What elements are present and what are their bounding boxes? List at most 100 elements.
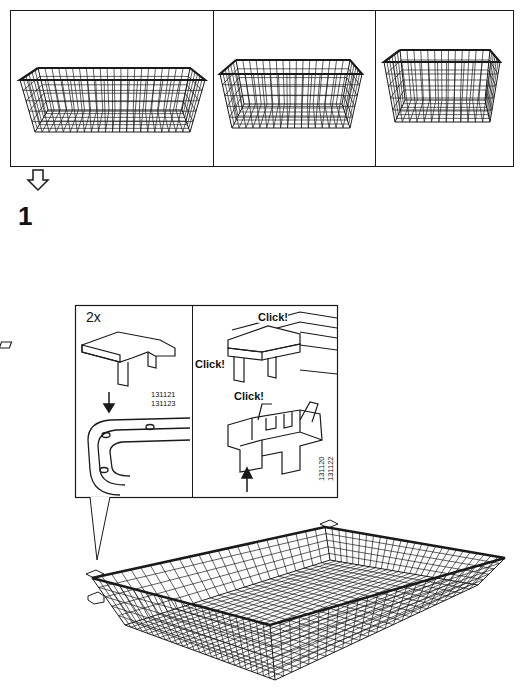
basket-wire (263, 60, 267, 104)
basket-wire (402, 107, 487, 108)
step-number: 1 (18, 203, 32, 229)
click-note: Click! (234, 391, 264, 402)
basket-wire (276, 60, 278, 104)
basket-bottom (35, 110, 190, 132)
basket-wire (326, 608, 329, 656)
basket-wire (238, 116, 346, 117)
basket-edge (190, 80, 205, 132)
basket-edge (220, 74, 232, 128)
basket-wire (238, 546, 254, 584)
basket-wire (398, 114, 488, 115)
basket-wire (326, 534, 500, 564)
basket-wire (44, 93, 185, 94)
basket-wire (343, 62, 352, 108)
basket-wire (87, 80, 91, 132)
basket-wire (104, 80, 105, 132)
basket-wire (386, 74, 498, 75)
basket-edge (20, 80, 35, 132)
click-note: Click! (195, 359, 225, 370)
basket-wire (398, 541, 408, 571)
basket-wire (118, 553, 329, 615)
down-arrow (104, 392, 114, 412)
basket-wire (127, 80, 130, 132)
basket-edge (342, 60, 350, 104)
basket-wire (402, 70, 488, 71)
basket-wire (59, 68, 67, 110)
basket-wire (29, 111, 196, 112)
basket-wire (239, 77, 347, 78)
panel-divider (213, 10, 214, 167)
basket-wire (222, 84, 359, 85)
basket-wire (256, 60, 261, 104)
basket-wire (429, 62, 432, 122)
panel-divider (375, 10, 376, 167)
basket-wire (176, 68, 183, 110)
basket-wire (183, 80, 197, 132)
part-number: 131123 (151, 400, 175, 408)
basket-wire (397, 118, 490, 119)
basket-wire (376, 537, 381, 568)
basket-wire (183, 570, 387, 647)
basket-wire (148, 80, 155, 132)
basket-wire (262, 582, 411, 617)
basket-bottom (395, 100, 490, 122)
basket-wire (236, 120, 347, 121)
basket-wire (219, 595, 368, 636)
basket-wire (46, 101, 184, 102)
basket-wire (325, 60, 330, 104)
basket-wire (32, 121, 193, 122)
basket-wire (228, 548, 245, 587)
basket-wire (358, 533, 359, 565)
basket-wire (317, 611, 319, 660)
basket-edge (182, 68, 190, 110)
basket-wire (32, 102, 46, 122)
basket-wire (169, 80, 180, 132)
basket-wire (70, 80, 77, 132)
basket-wire (112, 80, 113, 132)
basket-wire (29, 93, 44, 111)
basket-wire (468, 62, 473, 122)
basket-wire (170, 68, 176, 110)
basket-wire (86, 68, 90, 110)
basket-wire (23, 90, 202, 91)
basket-wire (364, 534, 366, 566)
basket-wire (403, 103, 486, 104)
basket-wire (40, 76, 188, 77)
basket-wire (475, 62, 482, 122)
basket-wire (404, 90, 486, 91)
basket-wire (96, 80, 99, 132)
basket-wire (42, 121, 187, 122)
basket-wire (420, 62, 425, 122)
basket-wire (391, 98, 494, 99)
basket-wire (134, 80, 138, 132)
clip-piece (0, 332, 175, 386)
basket-wire (79, 68, 84, 110)
basket-wire (388, 86, 496, 87)
basket-wire (401, 60, 489, 61)
basket-edge (490, 62, 500, 122)
basket-wire (120, 80, 121, 132)
part-number: 131122 (327, 457, 335, 481)
basket-wire (242, 108, 343, 109)
basket-wire (332, 528, 336, 561)
basket-wire (225, 78, 239, 96)
basket-wire (299, 617, 300, 669)
basket-rim (92, 527, 505, 625)
basket-bottom (125, 560, 478, 680)
basket-wire (54, 80, 64, 132)
basket-wire (188, 76, 202, 90)
basket-wire (270, 60, 273, 104)
basket-wire (133, 68, 134, 110)
basket-edge (384, 62, 395, 122)
basket-wire (139, 68, 141, 110)
basket-wire (381, 538, 387, 569)
basket-wire (112, 547, 328, 606)
basket-wire (223, 72, 234, 124)
basket-wire (441, 50, 442, 100)
part-number: 131120 (318, 457, 326, 481)
basket-wire (448, 50, 449, 100)
click-note: Click! (258, 312, 288, 323)
basket-wire (26, 100, 199, 101)
rim-corner (88, 418, 190, 495)
